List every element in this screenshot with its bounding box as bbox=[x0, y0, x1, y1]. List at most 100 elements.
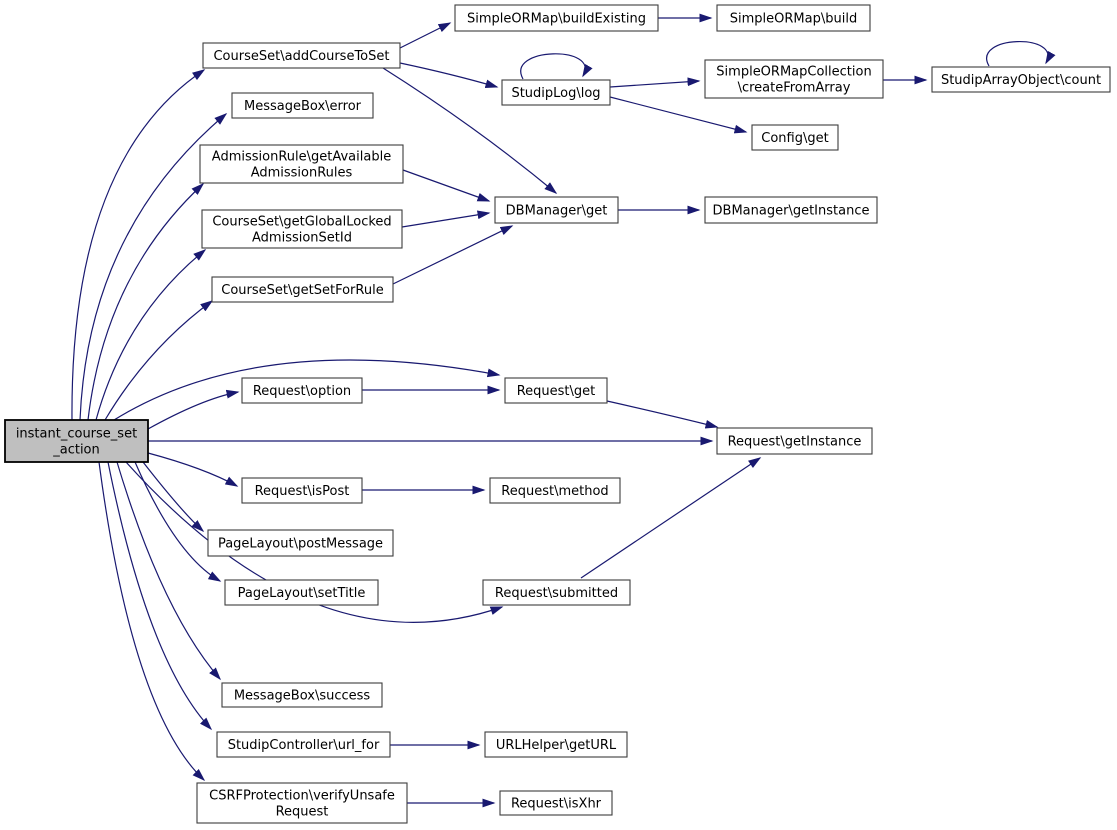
graph-node-box[interactable] bbox=[482, 579, 631, 606]
call-edge-studiplog-log-to-studiplog-log bbox=[520, 53, 593, 80]
graph-node-simpleormap-build[interactable]: SimpleORMap\build bbox=[716, 4, 871, 32]
graph-node-label: \createFromArray bbox=[738, 81, 851, 96]
call-edge-studiplog-log-to-simpleormapcollection-createfromarray bbox=[609, 77, 701, 88]
graph-node-request-submitted[interactable]: Request\submitted bbox=[482, 579, 631, 606]
graph-node-request-ispost[interactable]: Request\isPost bbox=[241, 477, 363, 504]
graph-node-request-isxhr[interactable]: Request\isXhr bbox=[499, 790, 613, 816]
call-edge-instant_course_set_action-to-courseset-getgloballockedadmissionsetid bbox=[95, 249, 207, 421]
graph-node-label: Request\isXhr bbox=[511, 797, 602, 812]
graph-node-label: DBManager\get bbox=[506, 204, 608, 219]
graph-node-label: SimpleORMap\build bbox=[730, 12, 857, 27]
call-edge-instant_course_set_action-to-courseset-addcoursetoset bbox=[71, 69, 206, 421]
graph-node-box[interactable] bbox=[716, 4, 871, 32]
call-edge-instant_course_set_action-to-pagelayout-settitle bbox=[134, 461, 222, 582]
graph-node-label: Request\isPost bbox=[255, 484, 350, 499]
graph-node-box[interactable] bbox=[504, 377, 608, 404]
call-edge-courseset-getsetforrule-to-dbmanager-get bbox=[392, 225, 514, 285]
graph-node-box[interactable] bbox=[704, 196, 878, 224]
call-edge-studiplog-log-to-config-get bbox=[609, 96, 748, 134]
graph-node-messagebox-error[interactable]: MessageBox\error bbox=[231, 92, 374, 119]
graph-node-box[interactable] bbox=[241, 477, 363, 504]
graph-node-courseset-addcoursetoset[interactable]: CourseSet\addCourseToSet bbox=[202, 42, 401, 69]
graph-node-box[interactable] bbox=[704, 59, 884, 99]
graph-node-box[interactable] bbox=[4, 419, 149, 463]
graph-node-box[interactable] bbox=[241, 377, 363, 404]
call-edge-instant_course_set_action-to-request-get bbox=[113, 359, 501, 421]
call-edge-studiparrayobject-count-to-studiparrayobject-count bbox=[986, 41, 1056, 67]
graph-node-box[interactable] bbox=[231, 92, 374, 119]
graph-node-courseset-getsetforrule[interactable]: CourseSet\getSetForRule bbox=[211, 276, 394, 303]
graph-node-dbmanager-getinstance[interactable]: DBManager\getInstance bbox=[704, 196, 878, 224]
graph-node-label: MessageBox\error bbox=[244, 99, 362, 114]
graph-node-box[interactable] bbox=[716, 427, 873, 455]
graph-node-label: StudipLog\log bbox=[511, 86, 600, 101]
graph-node-request-method[interactable]: Request\method bbox=[489, 477, 621, 504]
graph-node-box[interactable] bbox=[224, 579, 379, 606]
graph-node-label: CourseSet\addCourseToSet bbox=[213, 49, 389, 64]
graph-node-box[interactable] bbox=[499, 790, 613, 816]
call-edge-instant_course_set_action-to-messagebox-success bbox=[116, 461, 221, 681]
graph-node-studipcontroller-url_for[interactable]: StudipController\url_for bbox=[216, 731, 391, 758]
graph-node-label: AdmissionSetId bbox=[252, 231, 352, 246]
graph-node-box[interactable] bbox=[221, 682, 383, 708]
graph-node-box[interactable] bbox=[484, 731, 628, 758]
call-edge-instant_course_set_action-to-request-option bbox=[147, 389, 240, 430]
graph-node-box[interactable] bbox=[202, 42, 401, 69]
graph-node-request-get[interactable]: Request\get bbox=[504, 377, 608, 404]
graph-node-label: Request\get bbox=[517, 384, 596, 399]
graph-node-request-getinstance[interactable]: Request\getInstance bbox=[716, 427, 873, 455]
call-edge-courseset-addcoursetoset-to-studiplog-log bbox=[399, 62, 499, 89]
graph-node-label: Config\get bbox=[761, 131, 828, 146]
graph-node-studiplog-log[interactable]: StudipLog\log bbox=[501, 79, 611, 106]
graph-node-pagelayout-postmessage[interactable]: PageLayout\postMessage bbox=[207, 529, 394, 557]
graph-node-box[interactable] bbox=[454, 4, 659, 32]
call-edge-instant_course_set_action-to-admissionrule-getavailableadmissionrules bbox=[87, 182, 205, 421]
graph-node-urlhelper-geturl[interactable]: URLHelper\getURL bbox=[484, 731, 628, 758]
graph-node-config-get[interactable]: Config\get bbox=[751, 124, 839, 151]
graph-node-label: Request\method bbox=[501, 484, 608, 499]
graph-node-dbmanager-get[interactable]: DBManager\get bbox=[494, 196, 619, 224]
nodes-layer: instant_course_set_action CourseSet\addCo… bbox=[4, 4, 1111, 824]
graph-node-studiparrayobject-count[interactable]: StudipArrayObject\count bbox=[931, 66, 1111, 93]
call-edge-instant_course_set_action-to-request-ispost bbox=[147, 452, 239, 487]
graph-node-label: AdmissionRules bbox=[251, 166, 353, 181]
call-edge-instant_course_set_action-to-studipcontroller-url_for bbox=[107, 461, 213, 731]
graph-node-box[interactable] bbox=[196, 782, 408, 824]
graph-node-request-option[interactable]: Request\option bbox=[241, 377, 363, 404]
call-edge-instant_course_set_action-to-pagelayout-postmessage bbox=[142, 461, 205, 533]
graph-node-simpleormap-buildexisting[interactable]: SimpleORMap\buildExisting bbox=[454, 4, 659, 32]
graph-node-label: SimpleORMapCollection bbox=[716, 65, 871, 80]
call-edge-admissionrule-getavailableadmissionrules-to-dbmanager-get bbox=[402, 169, 491, 202]
graph-node-label: PageLayout\postMessage bbox=[218, 537, 383, 552]
graph-node-label: DBManager\getInstance bbox=[713, 204, 870, 219]
graph-node-label: Request\getInstance bbox=[728, 435, 862, 450]
graph-node-label: CSRFProtection\verifyUnsafe bbox=[209, 789, 395, 804]
graph-node-box[interactable] bbox=[931, 66, 1111, 93]
call-edge-courseset-addcoursetoset-to-dbmanager-get bbox=[382, 67, 558, 194]
graph-node-label: URLHelper\getURL bbox=[496, 738, 617, 753]
graph-node-box[interactable] bbox=[211, 276, 394, 303]
graph-node-box[interactable] bbox=[207, 529, 394, 557]
graph-node-label: instant_course_set bbox=[16, 427, 137, 442]
graph-node-box[interactable] bbox=[494, 196, 619, 224]
call-edge-instant_course_set_action-to-messagebox-error bbox=[79, 113, 228, 421]
graph-node-box[interactable] bbox=[216, 731, 391, 758]
graph-node-messagebox-success[interactable]: MessageBox\success bbox=[221, 682, 383, 708]
graph-node-simpleormapcollection-createfromarray[interactable]: SimpleORMapCollection\createFromArray bbox=[704, 59, 884, 99]
graph-node-box[interactable] bbox=[501, 79, 611, 106]
call-edge-request-submitted-to-request-getinstance bbox=[580, 457, 762, 579]
graph-node-box[interactable] bbox=[201, 209, 403, 249]
graph-node-box[interactable] bbox=[489, 477, 621, 504]
graph-node-instant_course_set_action[interactable]: instant_course_set_action bbox=[4, 419, 149, 463]
graph-node-box[interactable] bbox=[751, 124, 839, 151]
graph-node-pagelayout-settitle[interactable]: PageLayout\setTitle bbox=[224, 579, 379, 606]
graph-node-label: CourseSet\getSetForRule bbox=[221, 283, 383, 298]
graph-node-box[interactable] bbox=[199, 144, 404, 184]
graph-node-label: PageLayout\setTitle bbox=[238, 586, 366, 601]
graph-node-label: Request bbox=[276, 805, 329, 820]
graph-node-label: SimpleORMap\buildExisting bbox=[467, 12, 646, 27]
